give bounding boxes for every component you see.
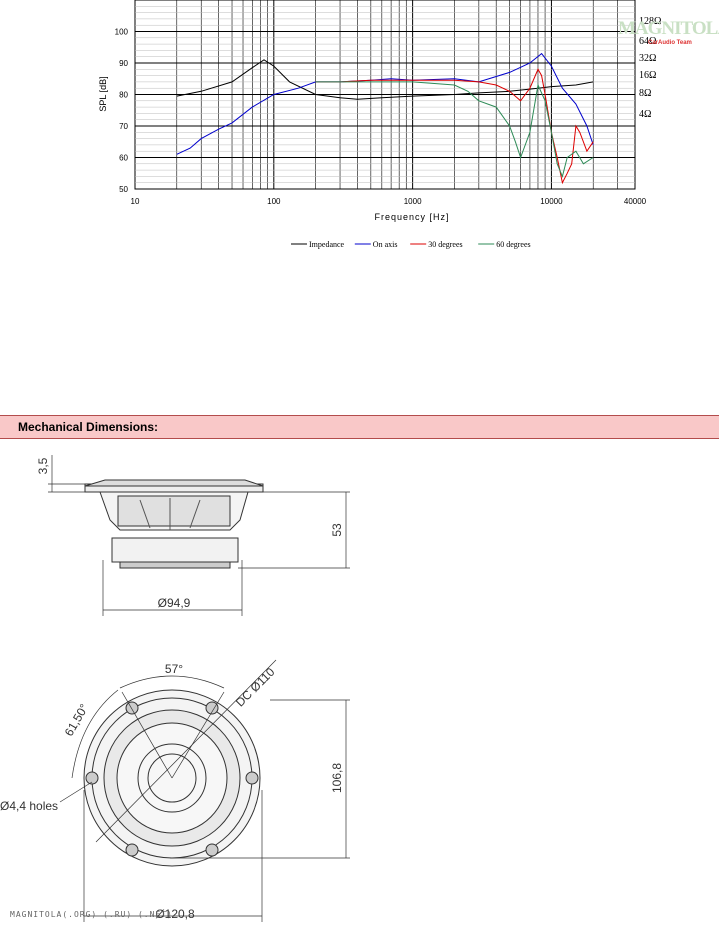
x-tick-label: 10000 <box>540 197 563 206</box>
series-line-30-degrees <box>315 68 594 185</box>
y-tick-label: 100 <box>115 28 129 37</box>
x-tick-label: 1000 <box>404 197 422 206</box>
x-axis-ticks: 10 100 1000 10000 40000 <box>131 197 647 206</box>
side-view-drawing <box>48 455 350 616</box>
legend-label: On axis <box>373 240 398 249</box>
series-line-impedance <box>176 59 594 100</box>
x-tick-label: 40000 <box>624 197 647 206</box>
y-tick-label: 50 <box>119 185 128 194</box>
bolt-angle-2-label: 61,50° <box>62 701 92 738</box>
frequency-response-chart: 10 100 1000 10000 40000 50 60 70 80 90 100 4Ω 8Ω 16… <box>98 0 661 249</box>
legend-label: Impedance <box>309 240 345 249</box>
y2-axis-ticks: 4Ω 8Ω 16Ω 32Ω 64Ω 128Ω <box>639 16 661 120</box>
y-tick-label: 60 <box>119 154 128 163</box>
flange-thickness-label: 3,5 <box>36 457 50 474</box>
logo-subtitle: CarAudio Team <box>648 40 692 46</box>
legend-label: 30 degrees <box>428 240 462 249</box>
chart-legend: Impedance On axis 30 degrees 60 degrees <box>291 240 531 249</box>
chart-grid <box>134 0 636 190</box>
outer-diameter-label: Ø120,8 <box>155 907 195 921</box>
section-title: Mechanical Dimensions: <box>18 420 159 434</box>
front-view-drawing <box>59 659 350 922</box>
y2-tick-label: 4Ω <box>639 109 651 120</box>
x-axis-label: Frequency [Hz] <box>374 212 449 222</box>
footer-watermark: MAGNITOLA(.ORG) (.RU) (.NET) <box>10 910 173 919</box>
hole-label: Ø4,4 holes <box>0 799 58 813</box>
y2-tick-label: 64Ω <box>639 36 656 47</box>
series-line-on-axis <box>176 52 594 155</box>
y2-tick-label: 32Ω <box>639 53 656 64</box>
section-header: Mechanical Dimensions: <box>0 415 719 439</box>
magnitola-logo: MAGNITOLA CarAudio Team <box>618 18 719 46</box>
y2-tick-label: 8Ω <box>639 88 651 99</box>
y-tick-label: 70 <box>119 122 128 131</box>
y-axis-label: SPL [dB] <box>98 76 108 111</box>
y2-tick-label: 16Ω <box>639 70 656 81</box>
dc-diameter-label: DC Ø110 <box>233 665 278 710</box>
y-tick-label: 80 <box>119 91 128 100</box>
y-tick-label: 90 <box>119 59 128 68</box>
y-axis-ticks: 50 60 70 80 90 100 <box>115 28 129 195</box>
x-tick-label: 10 <box>131 197 140 206</box>
height-label: 106,8 <box>330 763 344 793</box>
series-line-60-degrees <box>315 81 594 178</box>
y2-tick-label: 128Ω <box>639 16 661 27</box>
logo-brand: MAGNITOLA <box>618 18 719 39</box>
bolt-angle-label: 57° <box>165 662 183 676</box>
mechanical-drawings: 3,5 53 Ø94,9 57° 61,50° DC Ø110 Ø4,4 hol… <box>0 455 350 922</box>
chart-series <box>176 52 594 185</box>
depth-label: 53 <box>330 523 344 537</box>
x-tick-label: 100 <box>267 197 281 206</box>
legend-label: 60 degrees <box>496 240 530 249</box>
magnet-diameter-label: Ø94,9 <box>158 596 191 610</box>
